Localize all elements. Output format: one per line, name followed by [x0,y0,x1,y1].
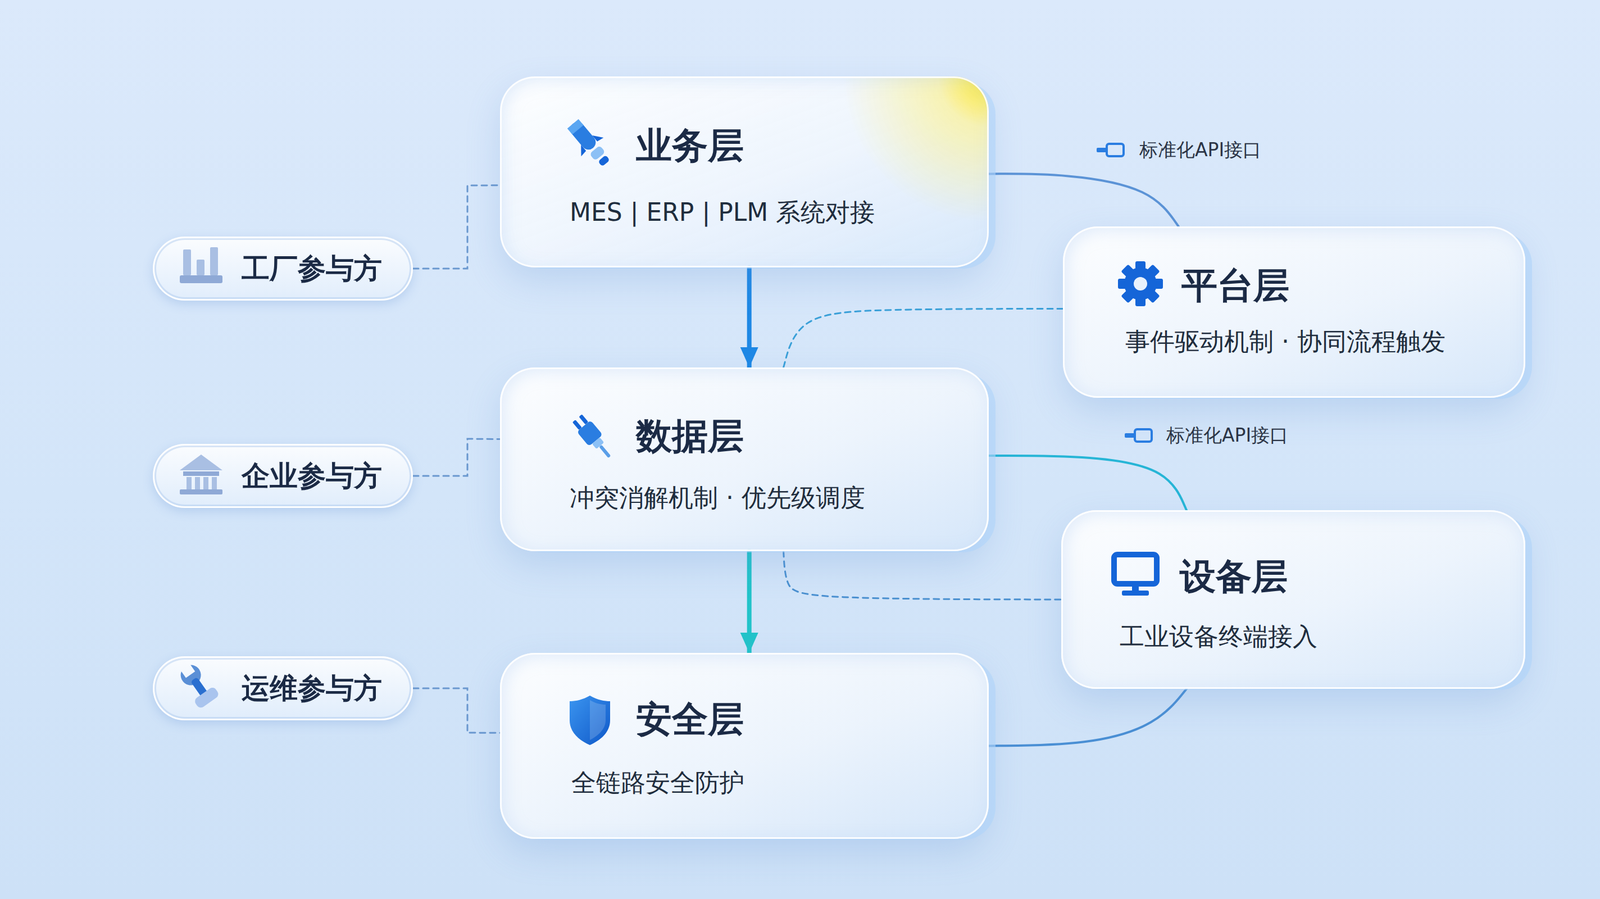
layer-title: 业务层 [635,123,978,168]
gear-icon-part [1135,261,1146,273]
participant-label: 运维参与方 [241,671,383,706]
business-icon-part [589,145,606,162]
business-icon-part [567,119,599,153]
enterprise-icon-part [183,471,220,476]
maintenance-icon-part [177,662,205,690]
participant-pill: 运维参与方 [152,656,413,721]
maintenance-icon-part [190,676,212,702]
gear-icon-part [1117,278,1130,289]
plug-icon-part [592,437,605,449]
factory-icon-part [183,249,192,276]
layer-description: MES | ERP | PLM 系统对接 [569,197,978,227]
monitor-icon-part [1114,554,1157,584]
business-icon-part [592,130,604,143]
edge-label: 标准化API接口 [1166,424,1289,447]
connector [412,185,500,269]
business-icon-part [575,144,587,157]
business-icon-part [597,155,611,167]
factory-icon-part [179,275,223,284]
maintenance-icon [175,661,220,710]
api-icon [1124,429,1152,442]
enterprise-icon-part [179,489,223,495]
layer-description: 冲突消解机制 · 优先级调度 [569,483,978,513]
plug-icon-part [576,420,603,447]
shield-icon-part [569,695,611,745]
layer-box: 平台层事件驱动机制 · 协同流程触发 [1062,226,1526,398]
api-icon-part [1096,147,1107,153]
connector [783,551,1062,600]
participant-pill: 工厂参与方 [152,236,413,301]
layer-box: 业务层 MES | ERP | PLM 系统对接 [500,76,989,268]
layer-title: 平台层 [1181,263,1515,308]
connector [988,173,1179,227]
enterprise-icon-part [186,476,192,490]
layer-box: 设备层工业设备终端接入 [1061,510,1526,689]
participant-pill: 企业参与方 [152,443,413,508]
plug-icon-part [572,419,583,430]
connector [747,551,752,653]
api-icon [1096,143,1124,157]
layer-title: 设备层 [1179,554,1515,599]
monitor-icon-part [1121,590,1149,596]
connector [988,688,1187,747]
layer-description: 事件驱动机制 · 协同流程触发 [1125,326,1515,357]
participant-label: 工厂参与方 [241,251,383,286]
gear-icon-part [1120,264,1136,280]
factory-icon-part [210,247,218,276]
api-icon-part [1134,429,1152,442]
connector [747,267,752,368]
layer-box: 数据层冲突消解机制 · 优先级调度 [500,367,989,552]
layer-title: 数据层 [635,414,978,458]
gear-icon-part [1124,267,1157,300]
enterprise-icon-part [179,454,223,471]
connector [988,455,1187,511]
enterprise-icon-part [211,476,217,490]
factory-icon [179,247,223,284]
gear-icon-part [1151,278,1163,289]
api-icon-part [1124,433,1135,438]
gear-icon-part [1120,288,1136,304]
connector [412,688,500,733]
edge-label: 标准化API接口 [1139,138,1262,162]
layer-title: 安全层 [635,697,978,742]
business-icon [561,114,618,174]
gear-icon-part [1144,288,1161,304]
maintenance-icon-part [193,685,221,710]
business-icon-part [567,119,584,135]
enterprise-icon-part [203,476,209,490]
enterprise-icon-part [194,476,200,490]
enterprise-icon [179,454,223,495]
gear-icon-part [1133,276,1148,291]
participant-label: 企业参与方 [241,458,383,493]
plug-icon [570,412,617,463]
monitor-icon-part [1132,583,1139,592]
shield-icon [569,695,611,745]
monitor-icon [1114,554,1157,596]
layer-description: 全链路安全防护 [571,767,978,798]
connector [783,308,1063,368]
connector [412,438,500,476]
plug-icon-part [598,444,611,458]
layer-box: 安全层全链路安全防护 [500,652,989,839]
shield-icon-part [589,700,606,740]
gear-icon-part [1135,294,1146,307]
api-icon-part [1106,143,1124,157]
gear-icon [1117,261,1163,307]
plug-icon-part [578,414,589,425]
gear-icon-part [1144,264,1161,280]
layer-description: 工业设备终端接入 [1119,621,1515,652]
factory-icon-part [196,259,205,276]
